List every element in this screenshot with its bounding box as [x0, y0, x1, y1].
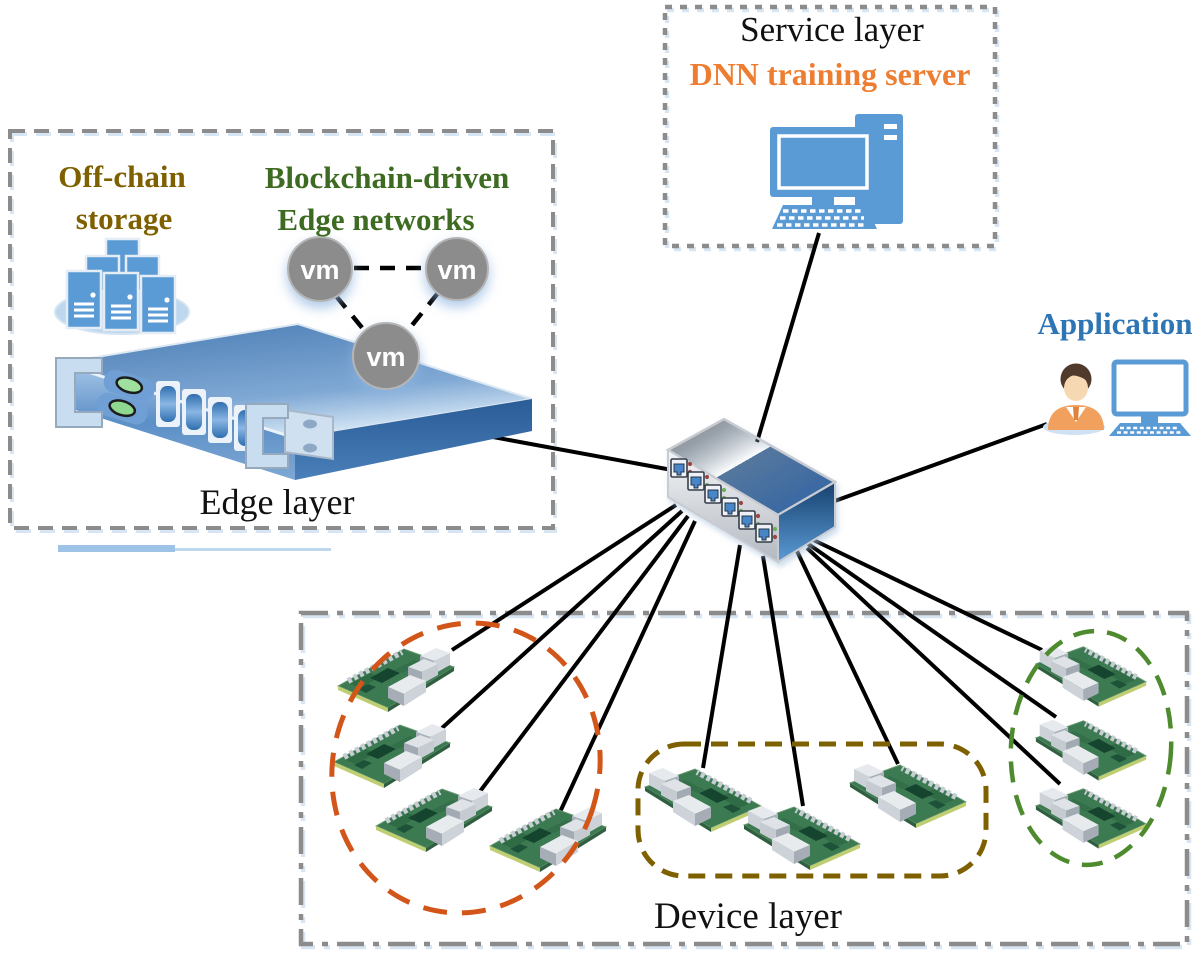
link-device	[761, 555, 805, 807]
vm-node	[287, 236, 353, 302]
keyboard-keys	[1117, 426, 1183, 434]
offchain-storage-label-line2: storage	[75, 201, 173, 236]
dnn-training-server-label: DNN training server	[689, 56, 971, 92]
cluster-olive-outline	[635, 741, 989, 879]
offchain-storage-label-line1: Off-chain	[58, 159, 186, 194]
link-service	[755, 232, 821, 443]
vm-links	[334, 265, 440, 332]
blockchain-networks-label-line1: Blockchain-driven	[264, 160, 510, 195]
edge-layer-title: Edge layer	[199, 482, 355, 522]
vm-node	[425, 237, 489, 301]
artifact-bar-thin	[175, 548, 331, 551]
switch-ports	[670, 458, 778, 543]
link-device	[701, 544, 742, 769]
rack-leds	[96, 369, 155, 425]
raspberry-pi-icon	[850, 764, 966, 828]
link-device	[802, 539, 1058, 719]
raspberry-pi-icon	[334, 724, 450, 788]
keyboard-keys	[777, 209, 867, 227]
raspberry-pi-icon	[645, 768, 761, 832]
rack-bracket-left	[55, 357, 103, 428]
cluster-green-outline	[1008, 628, 1174, 868]
edge-layer-box-shadow	[10, 132, 557, 533]
artifact-bar-thick	[58, 545, 175, 552]
link-device	[800, 532, 1043, 652]
application-title: Application	[1037, 306, 1193, 341]
raspberry-pi-icon	[744, 806, 860, 870]
cluster-orange-outline	[329, 620, 603, 916]
edge-layer-box	[8, 129, 555, 530]
vm-label: vm	[300, 255, 339, 285]
raspberry-pi-icon	[1036, 720, 1146, 781]
application-computer-icon	[1109, 359, 1191, 436]
application-user-icon	[1043, 363, 1105, 435]
raspberry-pi-icon	[1036, 788, 1146, 849]
service-layer-box	[662, 4, 998, 249]
storage-servers-icon	[54, 237, 190, 335]
rack-server-icon	[55, 322, 533, 480]
raspberry-pi-icon	[376, 788, 492, 852]
service-layer-box-shadow	[664, 7, 1000, 252]
blockchain-networks-label-line2: Edge networks	[277, 202, 475, 237]
raspberry-pi-icon	[338, 648, 454, 712]
device-boards	[334, 646, 1146, 872]
rack-plate	[284, 408, 334, 461]
dnn-server-computer-icon	[770, 114, 903, 229]
vm-label: vm	[366, 342, 405, 372]
layer-boxes	[8, 4, 1192, 950]
vm-label: vm	[437, 255, 476, 285]
link-device	[440, 509, 684, 730]
storage-front-towers	[65, 269, 177, 335]
device-layer-title: Device layer	[654, 896, 842, 937]
link-device	[794, 548, 900, 765]
link-device	[558, 520, 697, 813]
link-application	[831, 422, 1048, 504]
vm-network: vm vm vm	[287, 236, 489, 390]
link-device	[805, 546, 1062, 786]
ethernet-switch-icon	[665, 417, 838, 564]
device-layer-box	[298, 610, 1190, 947]
rack-bracket-right	[245, 403, 289, 469]
service-layer-title: Service layer	[740, 10, 924, 49]
raspberry-pi-icon	[1036, 646, 1146, 707]
link-device	[476, 514, 690, 796]
vm-node	[352, 322, 420, 390]
